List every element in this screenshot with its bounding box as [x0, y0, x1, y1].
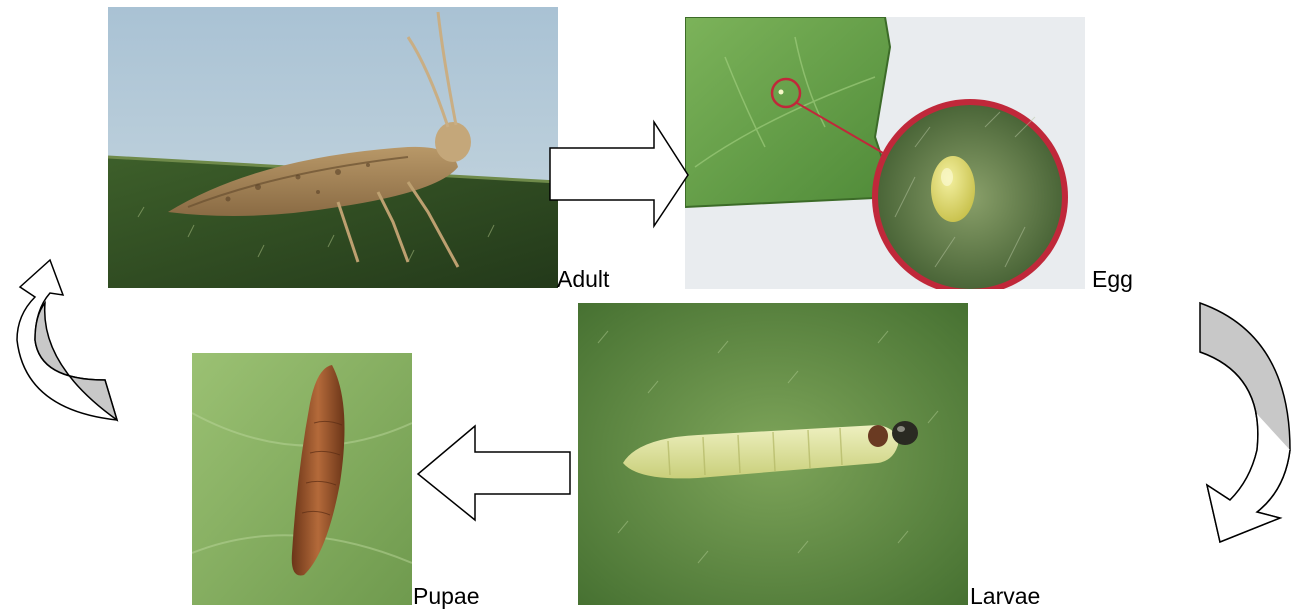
- arrow-adult-to-egg: [548, 120, 698, 230]
- arrow-pupae-to-adult: [5, 255, 125, 425]
- pupae-photo: [192, 353, 412, 605]
- label-larvae: Larvae: [970, 585, 1040, 608]
- egg-photo: [685, 17, 1085, 289]
- arrow-larvae-to-pupae: [415, 422, 575, 522]
- adult-moth-photo: [108, 7, 558, 288]
- label-adult: Adult: [557, 268, 609, 291]
- larvae-photo: [578, 303, 968, 605]
- arrow-egg-to-larvae: [1195, 300, 1300, 545]
- label-pupae: Pupae: [413, 585, 480, 608]
- label-egg: Egg: [1092, 268, 1133, 291]
